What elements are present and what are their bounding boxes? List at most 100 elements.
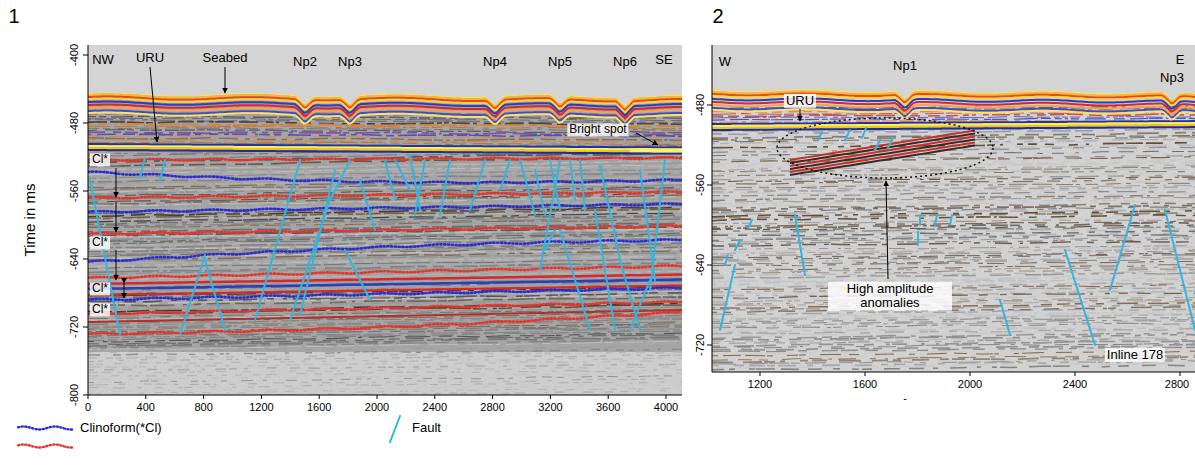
seismic-trace (712, 305, 1195, 310)
pockmark-label: Np3 (336, 55, 364, 69)
seismic-trace (88, 189, 682, 199)
clinoform-sample (18, 427, 72, 430)
axis-line (88, 395, 682, 396)
fault-line (330, 160, 350, 200)
axis-tick (83, 55, 88, 56)
fault-line (595, 210, 615, 330)
axes (83, 45, 1195, 399)
leader-arrow (116, 202, 117, 232)
tick-label: 3200 (538, 401, 562, 413)
seismic-trace (712, 163, 1195, 168)
water-column (712, 45, 1195, 101)
fault-line (630, 280, 650, 330)
pockmark-label: Np3 (1158, 71, 1186, 85)
fault-line (535, 170, 545, 215)
clinoform-line (88, 239, 682, 261)
pockmark-label: Np2 (291, 55, 319, 69)
seismic-trace (88, 379, 682, 385)
axis-tick (83, 327, 88, 328)
fault-line (917, 232, 919, 245)
tick-label: 1600 (307, 401, 331, 413)
fault-line (300, 170, 335, 315)
fault-line (410, 155, 420, 210)
fault-line (650, 160, 665, 290)
seismic-trace (88, 361, 682, 367)
clinoform-label: Cl* (90, 303, 110, 316)
seismic-trace (712, 302, 1195, 308)
seismic-trace (712, 116, 1195, 117)
seismic-trace (712, 341, 1195, 346)
seismic-trace (712, 261, 1195, 266)
tick-label: -800 (68, 384, 80, 406)
axis-tick (707, 265, 712, 266)
fault-line (580, 160, 585, 210)
fault-line (888, 138, 893, 148)
section-ground (712, 45, 1195, 372)
fault-line (570, 160, 575, 200)
axis-line (712, 45, 713, 372)
fault-line (725, 255, 728, 265)
fault-line (345, 250, 370, 300)
pockmark-label: Np5 (546, 55, 574, 69)
anomaly-outline (777, 118, 993, 178)
fault-line (395, 160, 410, 190)
clinoform-label: Cl* (90, 153, 110, 166)
water-column (88, 45, 682, 106)
anomaly-reflector (790, 139, 975, 169)
seismic-trace (88, 370, 682, 376)
seismic-trace (88, 120, 682, 123)
leader-arrow (800, 109, 801, 121)
leader-arrow (150, 67, 157, 142)
axis-tick (319, 395, 320, 399)
pockmark-label: Np1 (891, 59, 919, 73)
fault-line (360, 180, 375, 230)
fault-line (795, 215, 805, 275)
seismic-trace (88, 367, 682, 373)
leader-arrow (124, 283, 125, 298)
axis-tick (88, 395, 89, 399)
seismic-trace (88, 118, 682, 121)
seismic-trace (712, 287, 1195, 292)
seismic-trace (88, 139, 682, 142)
pockmark-label: Np6 (611, 55, 639, 69)
horizon-line (88, 302, 682, 314)
fault-sample (390, 416, 400, 442)
axis-tick (707, 345, 712, 346)
axis-tick (970, 372, 971, 376)
fault-line (385, 160, 395, 200)
axis-line (88, 45, 89, 395)
axis-tick (377, 395, 378, 399)
direction-label: W (717, 55, 733, 69)
fault-line (500, 160, 510, 190)
seismic-trace (88, 391, 682, 395)
horizon-line (88, 225, 682, 234)
tick-label: 1200 (249, 401, 273, 413)
fault-line (620, 260, 640, 330)
fault-line (545, 230, 555, 250)
anomaly-reflector (790, 130, 975, 160)
tick-label: 2400 (423, 401, 447, 413)
seismic-trace (712, 205, 1195, 210)
line-label: Inline 178 (1105, 348, 1165, 362)
fault-line (440, 160, 450, 215)
seismic-trace (88, 191, 682, 200)
tick-label: 2000 (365, 401, 389, 413)
fault-line (919, 215, 921, 225)
tick-label: -640 (694, 254, 706, 276)
fault-line (1165, 210, 1195, 330)
axis-tick (83, 123, 88, 124)
seismic-trace (712, 181, 1195, 186)
seismic-section (88, 45, 682, 395)
axis-tick (145, 395, 146, 399)
fault-line (935, 215, 937, 225)
direction-label: E (1174, 53, 1187, 67)
axis-tick (550, 395, 551, 399)
anomaly-label: Bright spot (567, 123, 628, 136)
horizon-label: URU (784, 94, 816, 108)
axis-tick (865, 372, 866, 376)
seismic-trace (88, 145, 682, 154)
fault-line (205, 260, 225, 330)
tick-label: -720 (68, 316, 80, 338)
tick-label: 2800 (480, 401, 504, 413)
tick-label: -640 (68, 248, 80, 270)
